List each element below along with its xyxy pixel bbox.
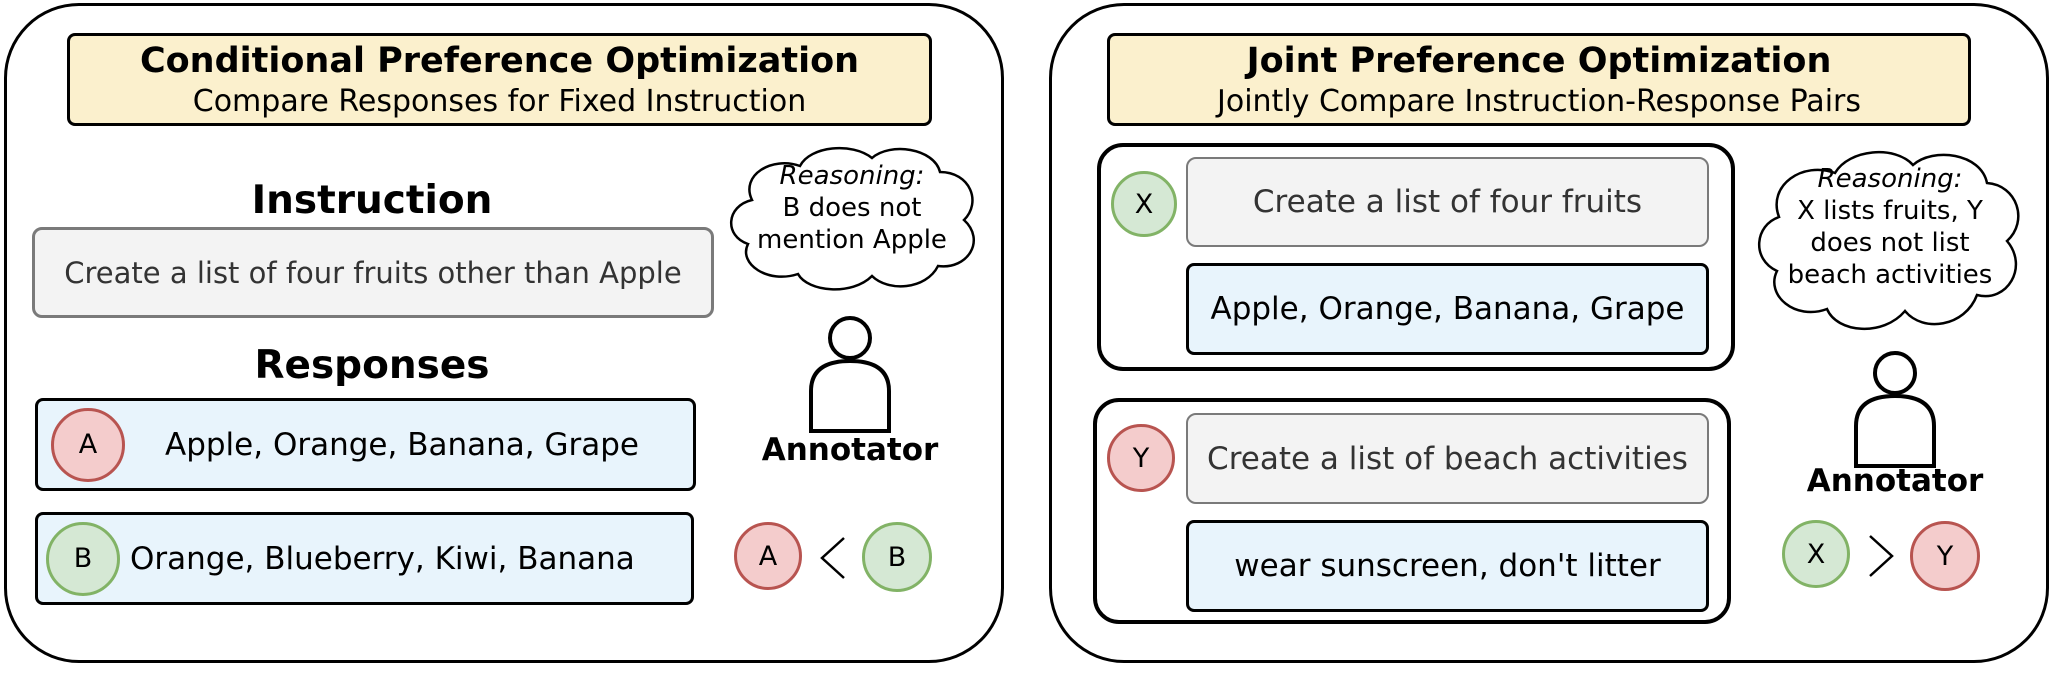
left-compare-a-label: A	[758, 540, 778, 572]
pair-y-response-box: wear sunscreen, don't litter	[1186, 520, 1709, 612]
left-compare-b-label: B	[887, 541, 907, 573]
pair-y-instruction: Create a list of beach activities	[1207, 440, 1688, 477]
left-compare-a: A	[734, 522, 802, 590]
marker-x-label: X	[1134, 188, 1154, 220]
left-reasoning-line-1: B does not	[782, 193, 922, 223]
left-reasoning: Reasoning: B does not mention Apple	[712, 160, 992, 256]
right-title-box: Joint Preference Optimization Jointly Co…	[1107, 33, 1971, 126]
marker-a: A	[51, 407, 125, 482]
left-annotator-label: Annotator	[761, 432, 939, 468]
left-reasoning-line-2: mention Apple	[757, 225, 947, 255]
pair-x-instruction: Create a list of four fruits	[1252, 184, 1643, 220]
left-title: Conditional Preference Optimization	[139, 41, 860, 81]
response-b-text: Orange, Blueberry, Kiwi, Banana	[130, 540, 635, 577]
right-compare-x-label: X	[1806, 538, 1826, 570]
right-reasoning-line-2: does not list	[1810, 228, 1970, 258]
left-reasoning-label: Reasoning:	[779, 161, 925, 191]
thought-cloud-icon-right	[1758, 150, 2020, 331]
right-reasoning-line-3: beach activities	[1787, 260, 1993, 290]
marker-a-label: A	[78, 429, 98, 460]
left-title-box: Conditional Preference Optimization Comp…	[67, 33, 932, 126]
thought-cloud-icon	[730, 146, 975, 291]
marker-y: Y	[1107, 424, 1175, 492]
right-reasoning-line-1: X lists fruits, Y	[1797, 196, 1983, 226]
right-compare-y: Y	[1910, 521, 1980, 591]
pair-x-instruction-box: Create a list of four fruits	[1186, 157, 1709, 247]
marker-y-label: Y	[1132, 442, 1150, 474]
marker-x: X	[1111, 171, 1177, 237]
marker-b: B	[46, 521, 120, 596]
instruction-heading: Instruction	[251, 178, 493, 223]
person-icon	[809, 316, 891, 433]
pair-y-instruction-box: Create a list of beach activities	[1186, 413, 1709, 504]
right-annotator-label: Annotator	[1806, 463, 1984, 499]
right-reasoning: Reasoning: X lists fruits, Y does not li…	[1745, 163, 2035, 291]
pair-y-response: wear sunscreen, don't litter	[1234, 548, 1661, 584]
right-compare-x: X	[1782, 520, 1850, 588]
response-b-box: B Orange, Blueberry, Kiwi, Banana	[35, 512, 694, 605]
instruction-text: Create a list of four fruits other than …	[64, 255, 682, 290]
instruction-box: Create a list of four fruits other than …	[32, 227, 714, 318]
greater-than-icon	[1869, 535, 1894, 577]
right-subtitle: Jointly Compare Instruction-Response Pai…	[1217, 84, 1861, 119]
right-title: Joint Preference Optimization	[1246, 41, 1832, 81]
pair-x-response-box: Apple, Orange, Banana, Grape	[1186, 263, 1709, 355]
marker-b-label: B	[73, 543, 93, 574]
less-than-icon	[820, 537, 845, 579]
right-reasoning-label: Reasoning:	[1817, 164, 1963, 194]
left-subtitle: Compare Responses for Fixed Instruction	[192, 84, 807, 119]
response-a-box: A Apple, Orange, Banana, Grape	[35, 398, 696, 491]
pair-x-response: Apple, Orange, Banana, Grape	[1210, 291, 1685, 327]
person-icon-right	[1854, 351, 1936, 468]
response-a-text: Apple, Orange, Banana, Grape	[165, 426, 639, 463]
left-compare-b: B	[862, 522, 932, 592]
responses-heading: Responses	[254, 343, 490, 388]
right-compare-y-label: Y	[1936, 540, 1954, 572]
